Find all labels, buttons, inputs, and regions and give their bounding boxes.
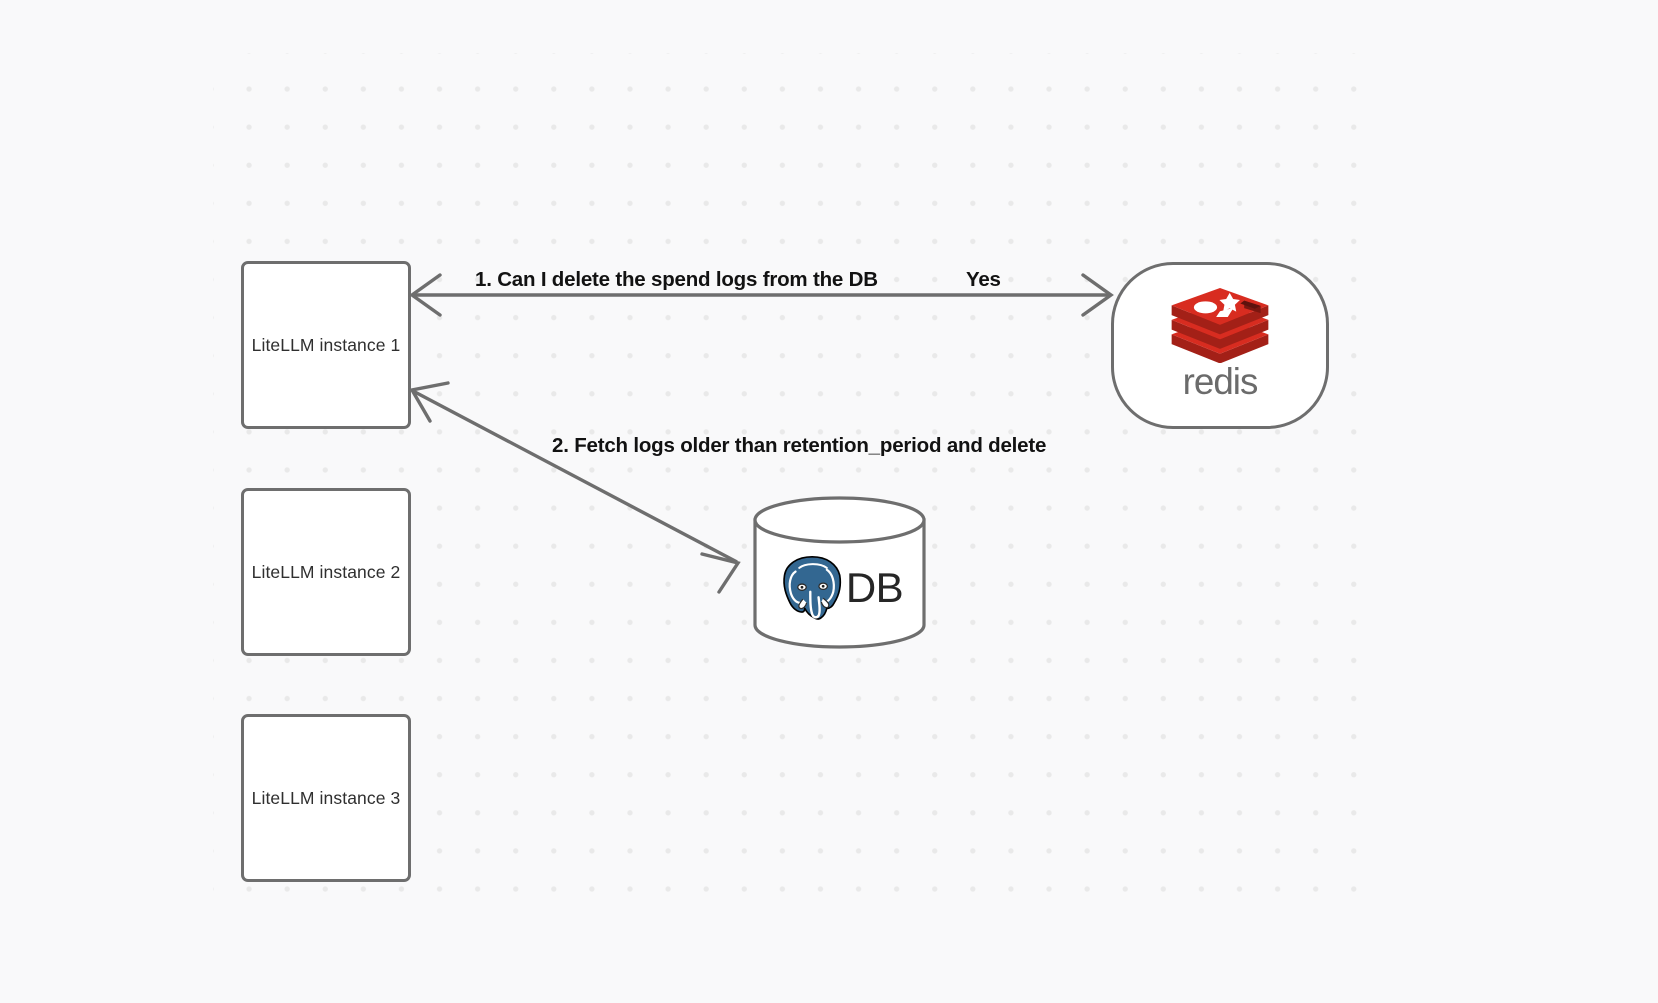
- node-redis[interactable]: redis: [1111, 262, 1329, 429]
- arrowhead-left: [409, 273, 442, 317]
- svg-text:redis: redis: [1183, 361, 1258, 402]
- node-litellm-instance-2[interactable]: LiteLLM instance 2: [241, 488, 411, 656]
- redis-stack-icon: [1171, 287, 1269, 363]
- node-label: LiteLLM instance 2: [251, 561, 401, 582]
- node-litellm-instance-3[interactable]: LiteLLM instance 3: [241, 714, 411, 882]
- node-label: LiteLLM instance 3: [251, 787, 401, 808]
- arrowhead-downright: [700, 552, 741, 594]
- redis-wordmark: redis: [1183, 361, 1259, 402]
- node-litellm-instance-1[interactable]: LiteLLM instance 1: [241, 261, 411, 429]
- edge-label-delete-spend-logs: 1. Can I delete the spend logs from the …: [475, 268, 878, 291]
- redis-logo: redis: [1155, 287, 1285, 404]
- database-cylinder-shape: [753, 496, 926, 649]
- arrowhead-upleft: [409, 381, 450, 423]
- edge-label-fetch-logs-retention: 2. Fetch logs older than retention_perio…: [552, 434, 1047, 457]
- edge-label-yes: Yes: [966, 268, 1001, 291]
- node-label: LiteLLM instance 1: [251, 334, 401, 355]
- arrowhead-right: [1081, 273, 1114, 317]
- node-database[interactable]: DB: [752, 495, 927, 650]
- edge-litellm1-database[interactable]: [409, 381, 741, 594]
